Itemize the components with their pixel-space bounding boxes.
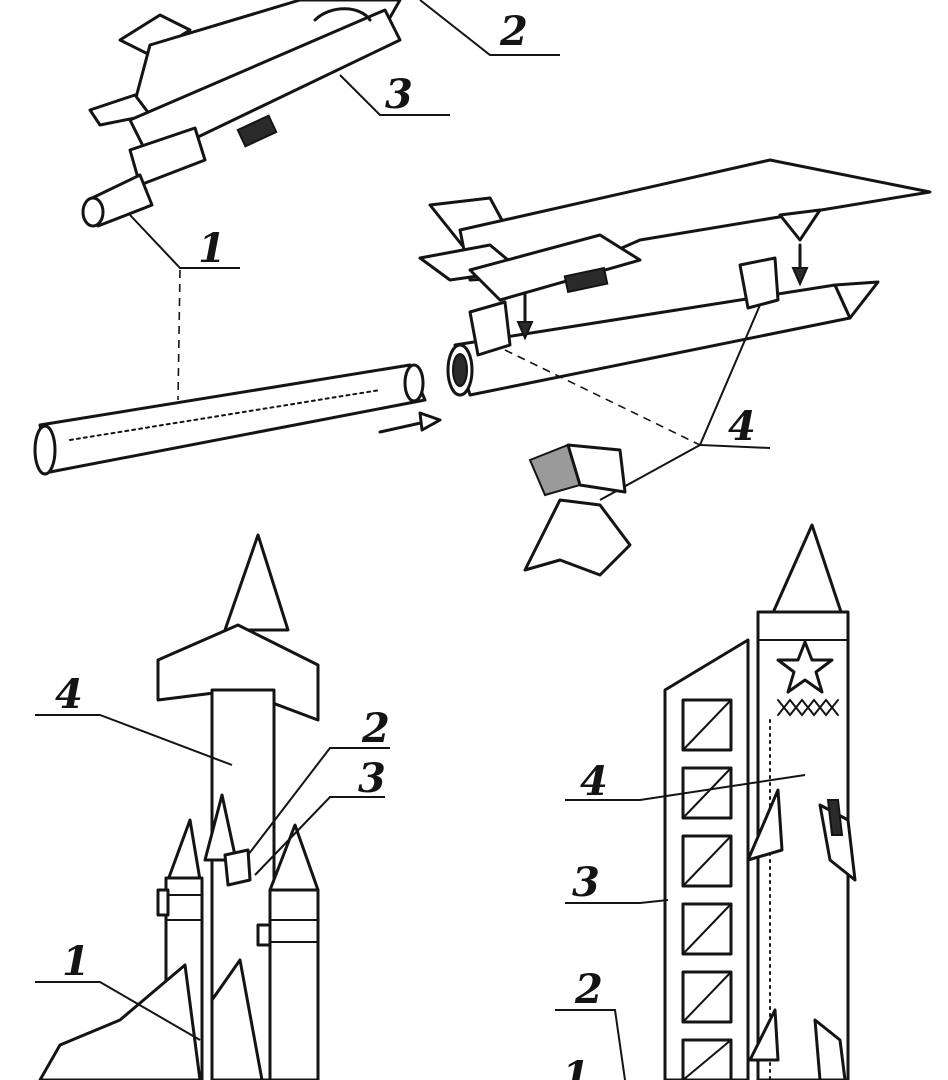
rocket3-fin-left-lower bbox=[748, 1008, 780, 1062]
rocket3-fin-right-clip bbox=[826, 799, 844, 836]
label-1-leader-top bbox=[129, 214, 240, 269]
tower-brace-2 bbox=[682, 767, 732, 819]
figure-3-rocket-tower: 4 3 2 1 bbox=[555, 523, 857, 1080]
tower-brace-3 bbox=[682, 835, 732, 887]
label-2-leader bbox=[419, 0, 560, 56]
fig3-label-4: 4 bbox=[580, 758, 608, 805]
top-glider-tail bbox=[118, 13, 192, 57]
fig2-label-2-leader bbox=[247, 747, 390, 856]
label-4: 4 bbox=[728, 403, 756, 450]
detached-clip-tab bbox=[566, 443, 627, 494]
tower-brace-5 bbox=[682, 971, 732, 1023]
figure-2-rocket: 4 2 3 1 bbox=[35, 533, 390, 1080]
rocket3-nose-cone bbox=[770, 523, 844, 617]
label-1: 1 bbox=[198, 225, 226, 272]
launch-tube bbox=[33, 363, 427, 476]
right-glider bbox=[418, 158, 932, 397]
right-glider-clip-front bbox=[738, 256, 780, 310]
rocket2-wing bbox=[156, 623, 320, 722]
top-glider-nozzle-band bbox=[128, 126, 207, 187]
right-glider-clip-rear bbox=[468, 300, 512, 357]
rocket3-fin-right-lower bbox=[813, 1018, 847, 1080]
right-glider-tube-opening bbox=[452, 353, 468, 387]
rocket2-right-booster-bands bbox=[269, 919, 319, 943]
tower-brace-1 bbox=[682, 699, 732, 751]
tower-brace-4 bbox=[682, 903, 732, 955]
tower-brace-6 bbox=[682, 1039, 732, 1080]
rocket2-fin bbox=[210, 958, 264, 1080]
rocket3-fin-left-upper bbox=[746, 788, 784, 862]
fig2-label-1: 1 bbox=[62, 938, 90, 985]
right-glider-body-tube bbox=[453, 283, 852, 397]
fig2-label-4: 4 bbox=[55, 671, 83, 718]
top-glider-nozzle-opening bbox=[81, 196, 105, 228]
rocket2-right-clip bbox=[256, 923, 272, 947]
rocket2-left-booster-nose bbox=[166, 818, 202, 882]
fig3-label-1: 1 bbox=[562, 1053, 590, 1080]
arrow-down-rear-head bbox=[516, 321, 534, 341]
tower-cross-braces bbox=[681, 698, 733, 1080]
label-3-leader bbox=[339, 74, 450, 116]
fig3-label-4-leader bbox=[565, 774, 806, 801]
fig2-label-3-leader bbox=[254, 796, 385, 876]
fig3-label-2-leader bbox=[555, 1009, 626, 1080]
fig3-label-2: 2 bbox=[574, 966, 603, 1013]
insert-arrow bbox=[378, 411, 442, 434]
right-glider-clip-mid bbox=[563, 266, 609, 294]
launch-tube-shading bbox=[69, 389, 381, 441]
right-glider-fuselage bbox=[468, 233, 642, 302]
rocket2-left-booster-bands bbox=[165, 894, 203, 921]
top-glider-canopy bbox=[313, 7, 372, 22]
fig2-label-3: 3 bbox=[358, 755, 386, 802]
rocket2-center-booster-nose bbox=[203, 793, 238, 862]
rocket3-lattice-bottom bbox=[777, 698, 839, 717]
detached-clip-fin bbox=[523, 498, 632, 577]
detached-clip bbox=[523, 443, 632, 577]
insert-arrow-head bbox=[418, 411, 442, 432]
launch-tube-body bbox=[38, 363, 427, 474]
label-1-leader-bottom bbox=[177, 269, 181, 401]
launch-tube-end bbox=[33, 424, 57, 476]
top-glider bbox=[81, 0, 402, 228]
right-glider-nose-cone bbox=[833, 280, 880, 320]
fig3-label-3: 3 bbox=[572, 859, 600, 906]
rocket2-body-clip bbox=[223, 848, 252, 887]
star-icon bbox=[776, 640, 834, 694]
launch-tube-front bbox=[403, 363, 425, 403]
fig2-label-4-leader bbox=[35, 714, 233, 766]
figure-1-assembly: 2 3 1 bbox=[33, 0, 932, 577]
top-glider-clip bbox=[236, 114, 278, 148]
right-glider-nose-fin bbox=[778, 208, 822, 242]
rocket2-nose-cone bbox=[223, 533, 290, 632]
rocket2-right-booster bbox=[268, 888, 320, 1080]
arrow-down-front-head bbox=[791, 267, 809, 287]
fig3-label-3-leader bbox=[565, 899, 669, 904]
fig2-label-2: 2 bbox=[361, 705, 390, 752]
rocket2-left-clip bbox=[156, 888, 170, 917]
fig2-label-1-leader bbox=[35, 981, 201, 1041]
label-2: 2 bbox=[499, 8, 528, 55]
rocket2-shuttle bbox=[38, 963, 202, 1080]
insert-arrow-shaft bbox=[378, 420, 427, 434]
label-3: 3 bbox=[385, 71, 413, 118]
